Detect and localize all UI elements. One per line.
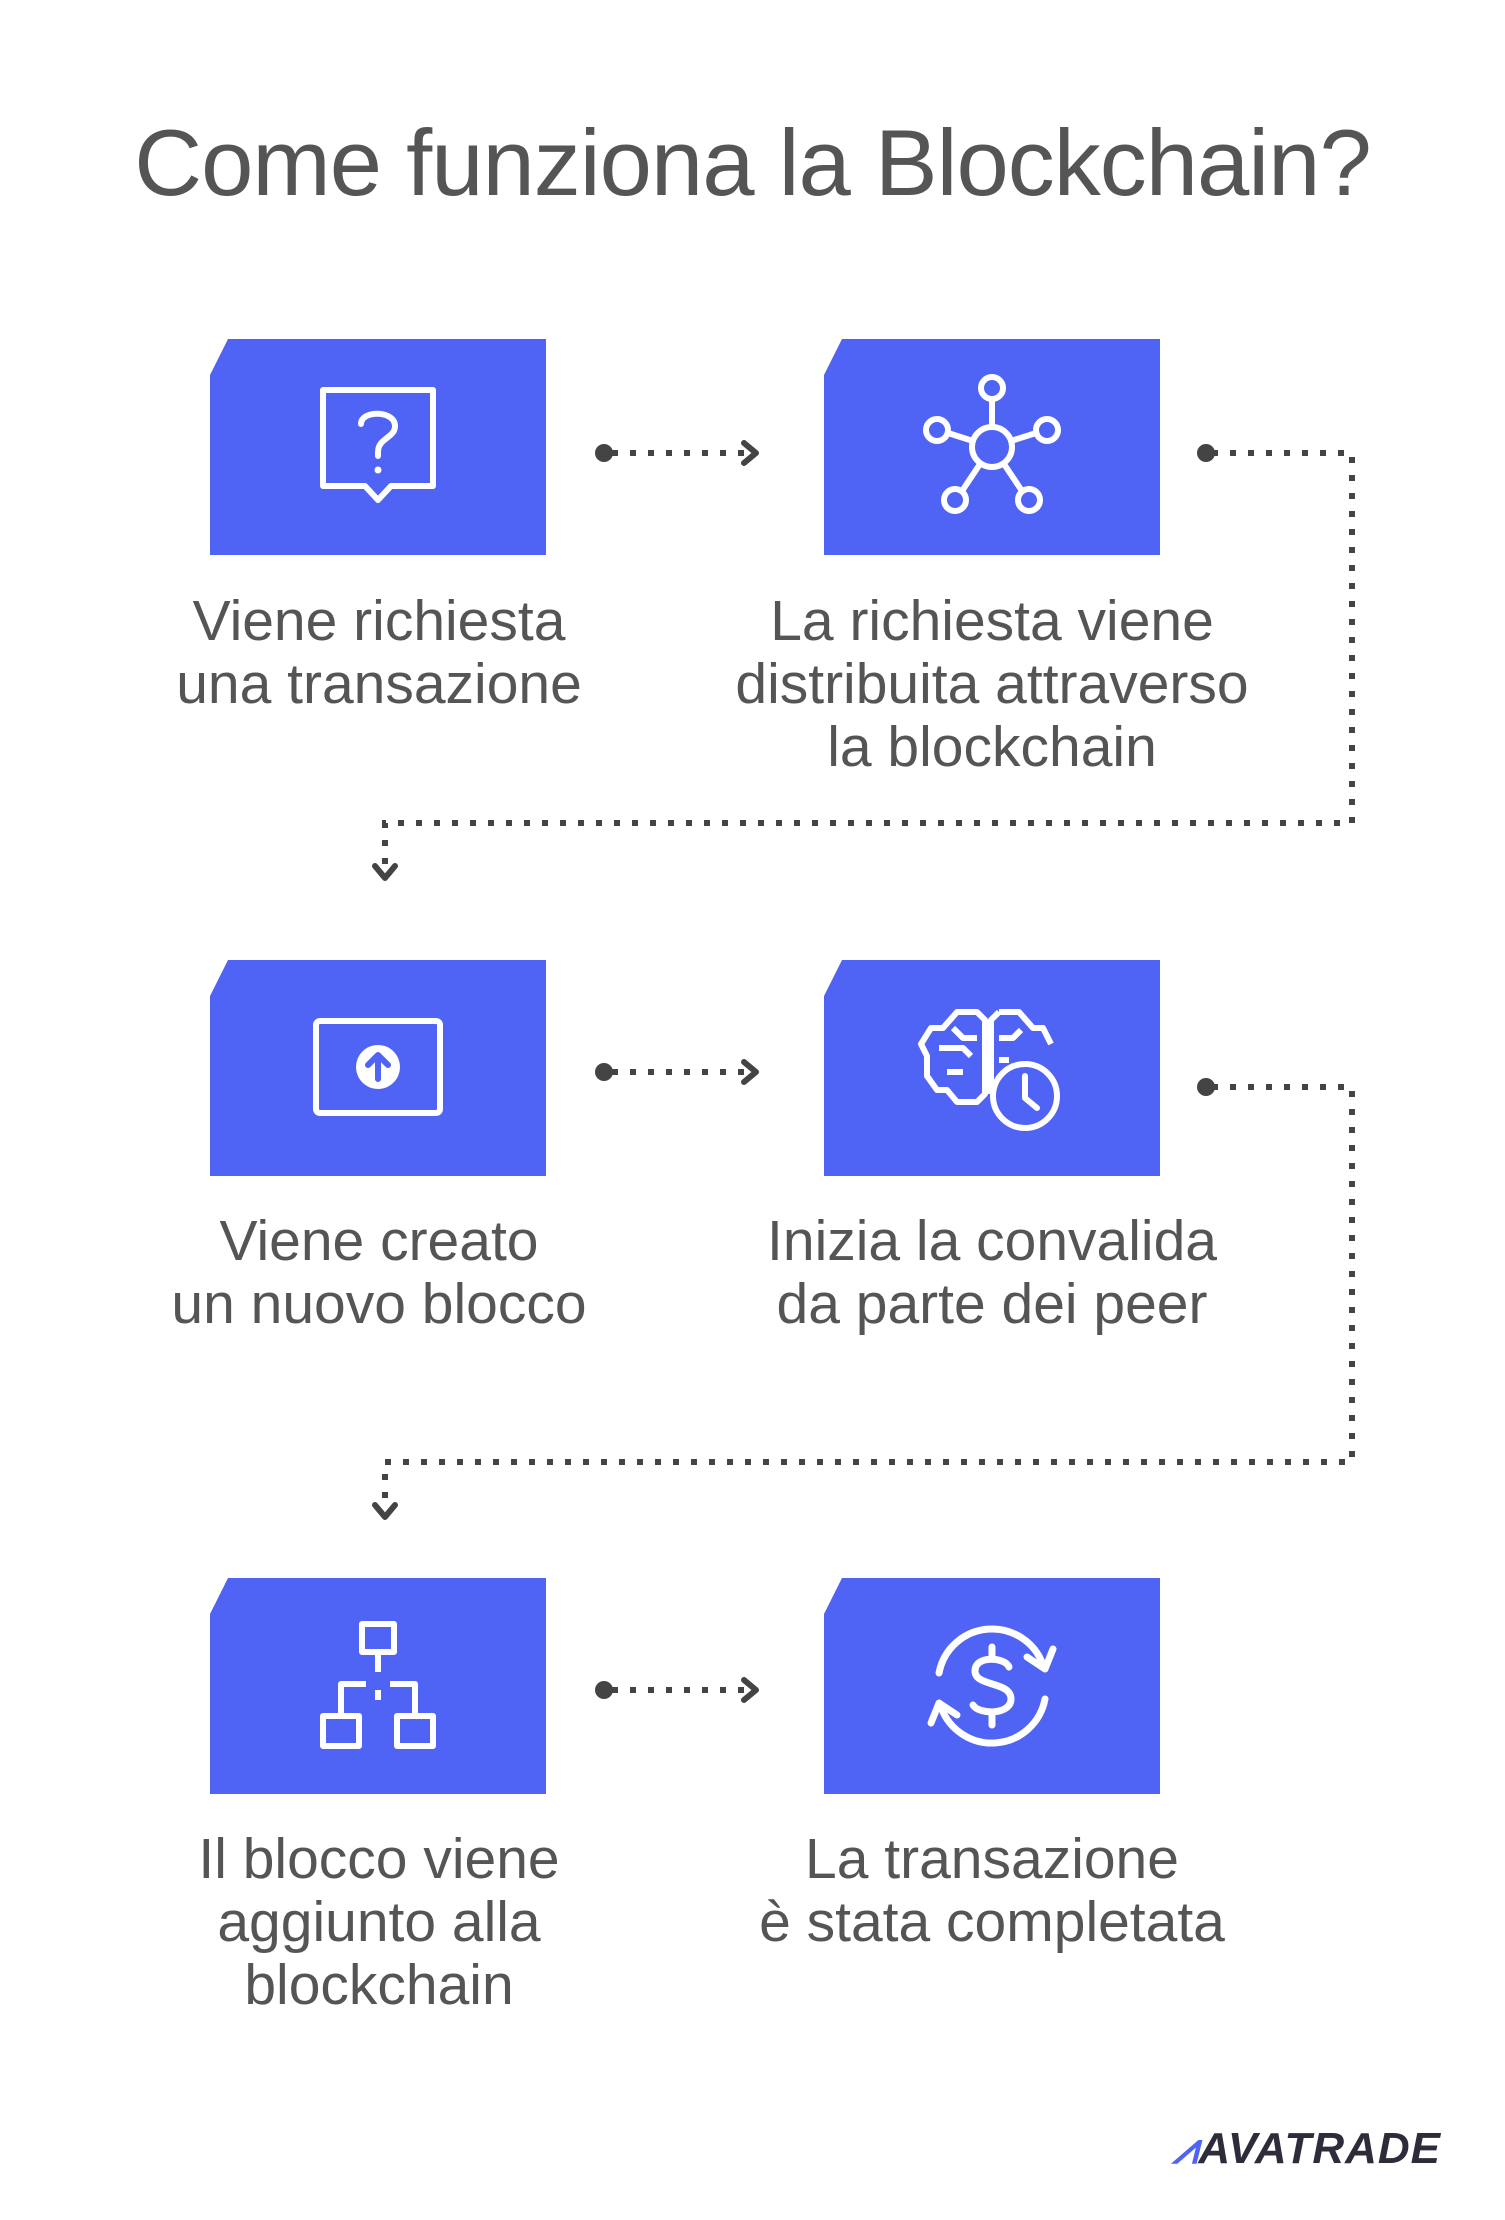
step-6-card bbox=[824, 1578, 1160, 1794]
connector-4-5 bbox=[382, 1084, 1355, 1505]
step-5-card bbox=[210, 1578, 546, 1794]
step-1-card bbox=[210, 339, 546, 555]
hierarchy-icon bbox=[313, 1616, 443, 1756]
question-bubble-icon bbox=[313, 382, 443, 512]
brand-name: AVATRADE bbox=[1198, 2124, 1441, 2173]
connector-2-3 bbox=[382, 450, 1355, 866]
page-title: Come funziona la Blockchain? bbox=[134, 110, 1372, 215]
step-2-card bbox=[824, 339, 1160, 555]
dollar-sync-icon bbox=[917, 1611, 1067, 1761]
network-hub-icon bbox=[917, 372, 1067, 522]
monitor-upload-icon bbox=[308, 1013, 448, 1123]
step-4-card bbox=[824, 960, 1160, 1176]
brain-clock-icon bbox=[917, 998, 1067, 1138]
step-3-card bbox=[210, 960, 546, 1176]
brand-mark-icon: ⩘ bbox=[1172, 2124, 1199, 2173]
brand-logo: ⩘AVATRADE bbox=[1173, 2124, 1441, 2174]
